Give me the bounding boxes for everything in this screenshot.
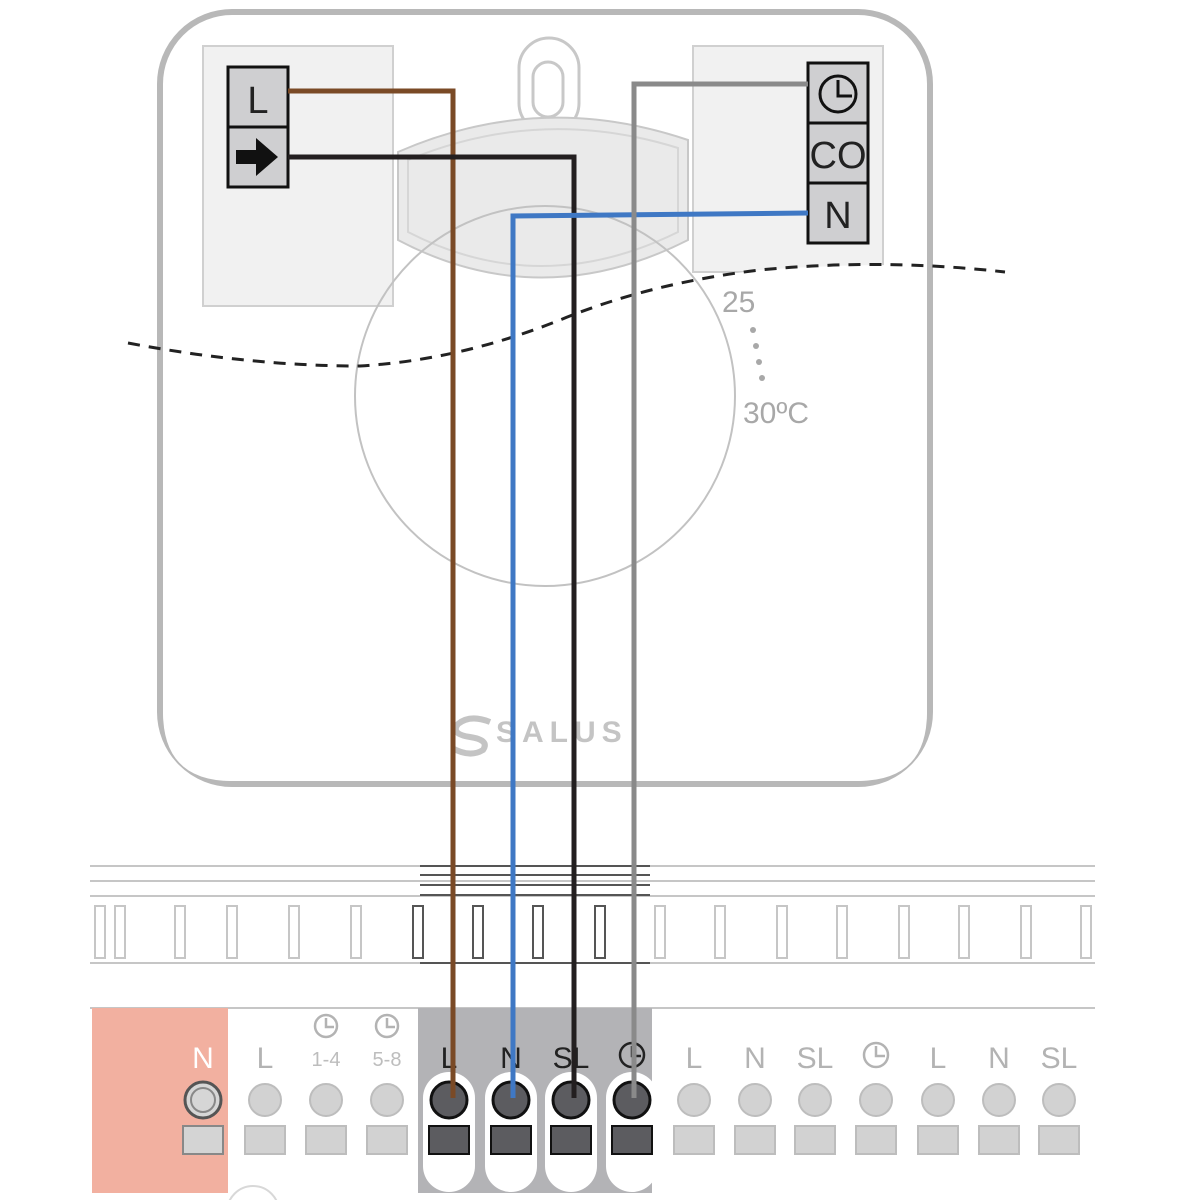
wiring-terminal[interactable]: N [182,1042,279,1200]
terminal-clamp [428,1125,470,1155]
rail-rib [174,905,186,959]
rail-rib [654,905,666,959]
terminal-clamp [978,1125,1020,1155]
terminal-screw[interactable] [429,1080,469,1120]
terminal-clamp [611,1125,653,1155]
terminal-screw[interactable] [921,1083,955,1117]
terminal-clamp [305,1125,347,1155]
rail-rib [594,905,606,959]
terminal-screw[interactable] [677,1083,711,1117]
terminal-clamp [490,1125,532,1155]
rail-rib [836,905,848,959]
rail-rib [532,905,544,959]
thermostat-terminal-co: CO [810,135,867,177]
rail-rib [94,905,106,959]
terminal-clamp [673,1125,715,1155]
terminal-label: N [988,1042,1010,1075]
wiring-terminal[interactable]: SL [545,1042,597,1192]
thermostat-right-terminals: CO N [806,61,870,245]
rail-rib [714,905,726,959]
terminal-label: L [686,1042,703,1075]
rail-rib [226,905,238,959]
terminal-screw[interactable] [551,1080,591,1120]
terminal-label: N [744,1042,766,1075]
wire-clock [631,81,808,1098]
temperature-scale-dots [750,327,765,381]
wire-switched-live [288,154,577,1098]
terminal-clamp [917,1125,959,1155]
thermostat-terminal-l: L [247,80,268,122]
terminal-label: L [930,1042,947,1075]
rail-rib [114,905,126,959]
terminal-screw[interactable] [248,1083,282,1117]
terminal-sublabel: 1-4 [312,1049,341,1071]
arrow-right-icon [236,138,278,176]
terminal-clamp [855,1125,897,1155]
wiring-terminal[interactable] [855,1041,897,1155]
wiring-terminal[interactable]: L [917,1042,959,1155]
wiring-terminal[interactable]: N [485,1042,537,1192]
terminal-clamp [550,1125,592,1155]
terminal-label: N [192,1042,214,1075]
terminal-screw[interactable] [798,1083,832,1117]
wiring-terminal[interactable]: 5-8 [366,1013,408,1155]
wiring-terminal[interactable]: SL [794,1042,836,1155]
terminal-label: L [257,1042,274,1075]
terminal-screw[interactable] [1042,1083,1076,1117]
rail-rib [350,905,362,959]
scale-label-bottom: 30ºC [743,397,809,430]
clock-icon [374,1013,400,1039]
din-rail [90,865,1095,1009]
terminal-clamp [1038,1125,1080,1155]
wiring-terminal[interactable]: N [734,1042,776,1155]
wiring-terminal[interactable]: N [978,1042,1020,1155]
rail-rib [472,905,484,959]
wire-live [288,88,456,1098]
terminal-screw[interactable] [982,1083,1016,1117]
wires [288,81,809,1098]
clock-icon [313,1013,339,1039]
terminal-clamp [734,1125,776,1155]
terminal-sublabel: 5-8 [373,1049,402,1071]
salus-logo: SALUS [450,715,628,757]
terminal-label: SL [797,1042,834,1075]
terminal-clamp [244,1125,286,1155]
rail-rib [776,905,788,959]
wiring-terminal[interactable] [606,1041,658,1192]
scale-label-top: 25 [722,286,755,319]
terminal-clamp [794,1125,836,1155]
rail-rib [1020,905,1032,959]
rail-rib [898,905,910,959]
wiring-terminal[interactable]: L [244,1042,286,1155]
terminal-screw[interactable] [738,1083,772,1117]
rail-rib [958,905,970,959]
wire-neutral [510,210,809,1098]
wiring-terminal[interactable]: SL [1038,1042,1080,1155]
terminal-clamp [182,1125,224,1155]
brand-name: SALUS [496,716,628,749]
wiring-terminal[interactable]: 1-4 [305,1013,347,1155]
rail-rib [1080,905,1092,959]
terminal-clamp [366,1125,408,1155]
wiring-terminal[interactable]: L [673,1042,715,1155]
rail-ribs [94,905,1092,959]
terminal-screw[interactable] [309,1083,343,1117]
rail-rib [412,905,424,959]
terminal-screw[interactable] [370,1083,404,1117]
thermostat-terminal-n: N [824,195,851,237]
terminal-label: SL [553,1042,590,1075]
thermostat-left-terminals: L [226,65,290,189]
rail-rib [288,905,300,959]
clock-icon [818,74,858,114]
terminal-screw[interactable] [859,1083,893,1117]
clock-icon [862,1041,890,1069]
terminal-label: SL [1041,1042,1078,1075]
